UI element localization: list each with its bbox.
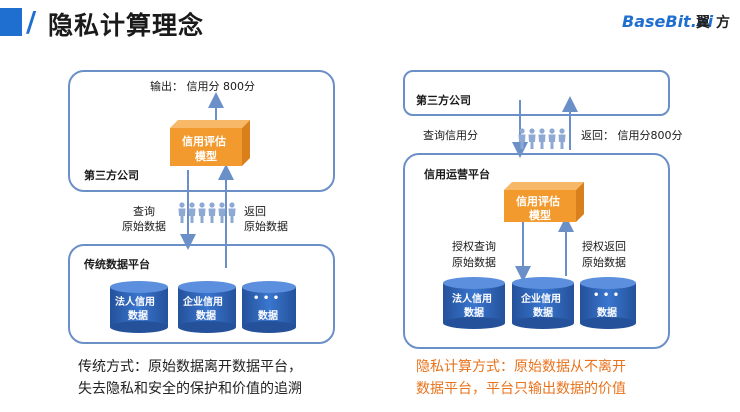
right-cylinder-1 — [443, 277, 505, 329]
right-third-party-box — [403, 70, 670, 116]
right-note-line2: 数据平台，平台只输出数据的价值 — [416, 381, 626, 397]
left-note-line1: 传统方式：原始数据离开数据平台， — [78, 359, 302, 375]
right-third-party-label: 第三方公司 — [416, 94, 471, 107]
left-cylinder-3 — [242, 281, 296, 333]
left-third-party-label: 第三方公司 — [84, 169, 139, 182]
left-query-label-1: 查询 — [133, 205, 155, 218]
right-auth-query-label-1: 授权查询 — [452, 240, 496, 253]
right-auth-return-label-2: 原始数据 — [582, 256, 626, 269]
left-cylinder-3-line2: 数据 — [258, 311, 278, 322]
right-return-label: 返回： 信用分800分 — [581, 129, 683, 142]
left-cylinder-1-line2: 数据 — [128, 311, 148, 322]
right-platform-label: 信用运营平台 — [424, 168, 490, 181]
right-auth-return-label-1: 授权返回 — [582, 240, 626, 253]
left-cylinder-2-line1: 企业信用 — [183, 297, 223, 308]
left-cylinder-2 — [178, 281, 236, 333]
left-cylinder-2-line2: 数据 — [196, 311, 216, 322]
header-accent-bar — [0, 8, 22, 36]
right-cylinder-1-line2: 数据 — [464, 308, 484, 319]
left-model-cube — [170, 120, 250, 166]
right-model-label-2: 模型 — [529, 209, 551, 222]
right-cylinder-2 — [512, 277, 574, 329]
left-query-label-2: 原始数据 — [122, 220, 166, 233]
right-query-label: 查询信用分 — [423, 129, 478, 142]
right-model-cube — [504, 182, 584, 222]
left-platform-label: 传统数据平台 — [84, 258, 150, 271]
right-cylinder-2-line2: 数据 — [533, 308, 553, 319]
right-cylinder-1-line1: 法人信用 — [452, 294, 492, 305]
left-model-label-1: 信用评估 — [182, 135, 226, 148]
right-cylinder-3 — [580, 277, 636, 329]
right-auth-query-label-2: 原始数据 — [452, 256, 496, 269]
page-title: 隐私计算理念 — [48, 11, 205, 40]
left-output-label: 输出： 信用分 800分 — [150, 80, 255, 93]
left-cylinder-3-line1: • • • — [253, 293, 280, 304]
company-logo: BaseBit.ai — [622, 12, 714, 31]
right-note-line1: 隐私计算方式：原始数据从不离开 — [416, 359, 626, 375]
company-logo-cn: 翼方 — [696, 15, 736, 31]
right-cylinder-2-line1: 企业信用 — [521, 294, 561, 305]
left-model-label-2: 模型 — [195, 150, 217, 163]
right-cylinder-3-line1: • • • — [593, 290, 620, 301]
left-note-line2: 失去隐私和安全的保护和价值的追溯 — [78, 381, 302, 397]
right-model-label-1: 信用评估 — [516, 195, 560, 208]
left-return-label-1: 返回 — [244, 205, 266, 218]
left-return-label-2: 原始数据 — [244, 220, 288, 233]
header-slash-icon: / — [26, 5, 37, 38]
right-cylinder-3-line2: 数据 — [597, 308, 617, 319]
left-cylinder-1-line1: 法人信用 — [115, 297, 155, 308]
left-cylinder-1 — [110, 281, 168, 333]
right-people-icon — [518, 128, 566, 149]
